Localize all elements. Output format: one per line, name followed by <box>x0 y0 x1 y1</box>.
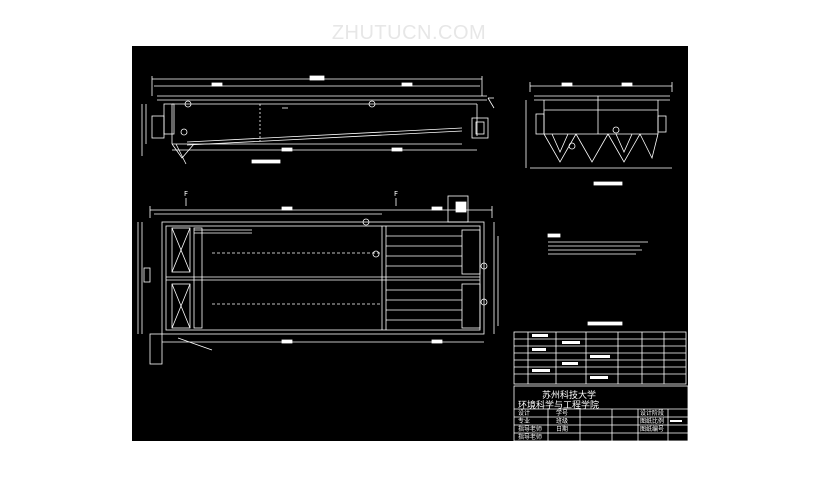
section-mark-left: F <box>184 190 188 198</box>
school-name: 苏州科技大学 <box>542 389 596 401</box>
cross-section-view <box>525 82 673 186</box>
department-name: 环境科学与工程学院 <box>518 399 599 411</box>
title-row-role-1: 专业 <box>518 417 530 425</box>
title-row-col2-2: 日期 <box>556 425 568 433</box>
title-right-label-1: 图纸比例 <box>640 417 664 425</box>
title-row-col2-1: 班级 <box>556 417 568 425</box>
watermark: ZHUTUCN.COM <box>331 22 487 44</box>
title-row-role-0: 设计 <box>518 409 530 417</box>
plan-view <box>137 195 499 365</box>
cad-drawing-sheet: F F 苏州科技大学 环境科学与工程学院 设计 学号 专业 班级 指导老师 日期… <box>132 46 688 441</box>
title-block-grid <box>513 385 688 441</box>
notes-block <box>547 233 648 255</box>
title-row-role-2: 指导老师 <box>518 425 542 433</box>
materials-table <box>513 321 687 385</box>
title-right-label-0: 设计阶段 <box>640 409 664 417</box>
cad-drawing: F F 苏州科技大学 环境科学与工程学院 设计 学号 专业 班级 指导老师 日期… <box>137 75 688 441</box>
title-row-role-3: 指导老师 <box>518 433 542 441</box>
title-right-label-2: 图纸编号 <box>640 425 664 433</box>
section-mark-right: F <box>394 190 398 198</box>
title-row-col2-0: 学号 <box>556 409 568 417</box>
longitudinal-section-view <box>141 75 495 165</box>
